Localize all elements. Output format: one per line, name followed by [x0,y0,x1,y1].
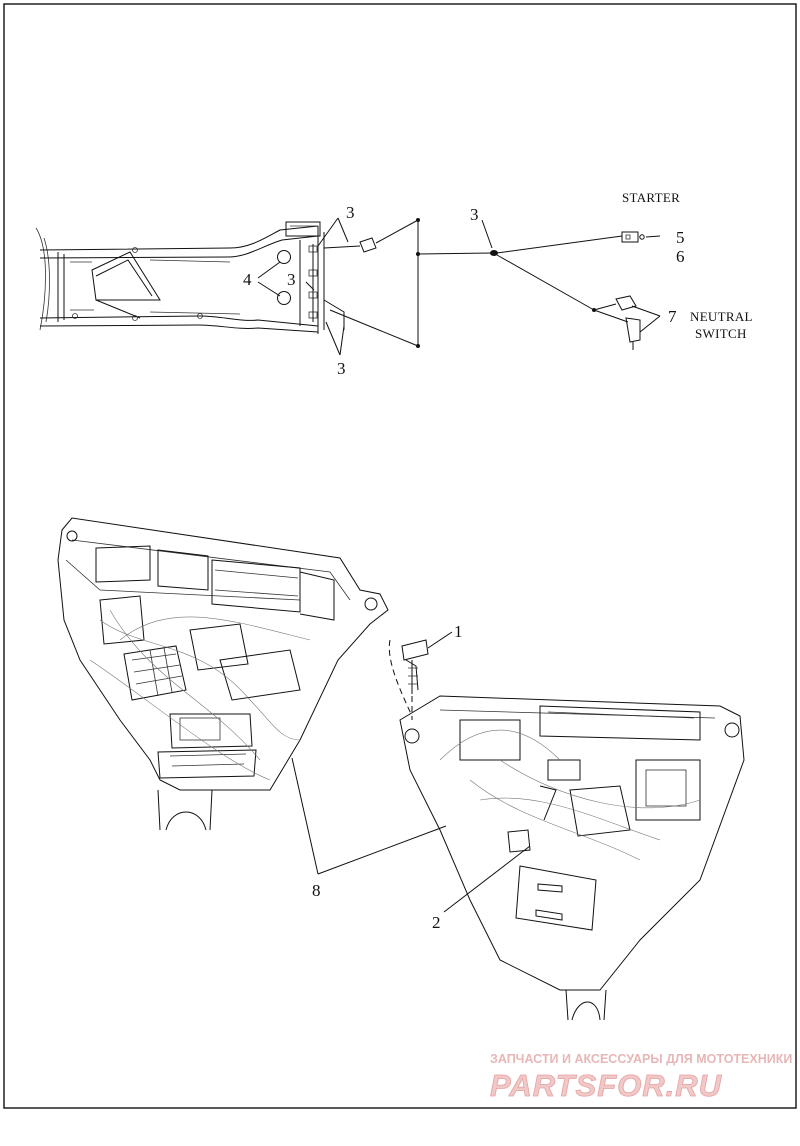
callout-3-bottom: 3 [337,359,346,378]
relay-box-exploded [399,695,745,1021]
callout-5: 5 [676,228,685,247]
callout-3-top: 3 [346,203,355,222]
frame-harness-drawing [35,218,645,350]
callout-1: 1 [454,622,463,641]
bottom-leaders [291,631,531,913]
watermark-brand: PARTSFOR.RU [490,1068,723,1103]
neutral-switch-label-line2: SWITCH [695,326,747,341]
callout-8: 8 [312,881,321,900]
callout-4: 4 [243,270,252,289]
callout-7: 7 [668,307,677,326]
callout-3-middle: 3 [287,270,296,289]
relay-box-assembled [57,517,389,831]
starter-label: STARTER [622,190,680,205]
watermark-logo: ЗАПЧАСТИ И АКСЕССУАРЫ ДЛЯ МОТОТЕХНИКИ PA… [490,1052,793,1103]
callout-6: 6 [676,247,685,266]
top-leaders [257,217,661,356]
bolt-part [388,639,429,720]
watermark-tagline: ЗАПЧАСТИ И АКСЕССУАРЫ ДЛЯ МОТОТЕХНИКИ [490,1052,792,1066]
neutral-switch-label-line1: NEUTRAL [690,309,753,324]
callout-2: 2 [432,913,441,932]
page-border [3,3,797,1109]
callout-3-junction: 3 [470,205,479,224]
